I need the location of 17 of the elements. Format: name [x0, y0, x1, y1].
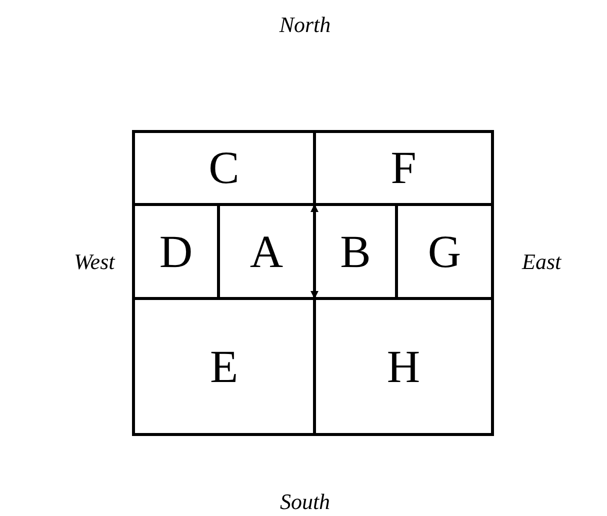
room-box — [132, 297, 316, 436]
room-letter: F — [390, 145, 416, 191]
room-letter: B — [340, 228, 371, 274]
room-letter: C — [208, 145, 240, 191]
direction-label: East — [522, 249, 562, 275]
room-letter: D — [159, 228, 193, 274]
direction-label: South — [280, 489, 330, 515]
room-box — [313, 130, 494, 206]
room-letter: A — [250, 228, 284, 274]
room-letter: E — [210, 344, 238, 390]
room-letter: G — [428, 228, 462, 274]
room-box — [132, 130, 316, 206]
direction-label: North — [279, 12, 331, 38]
room-letter: H — [386, 344, 420, 390]
double-arrow — [310, 204, 318, 299]
room-box — [313, 297, 494, 436]
direction-label: West — [74, 249, 115, 275]
